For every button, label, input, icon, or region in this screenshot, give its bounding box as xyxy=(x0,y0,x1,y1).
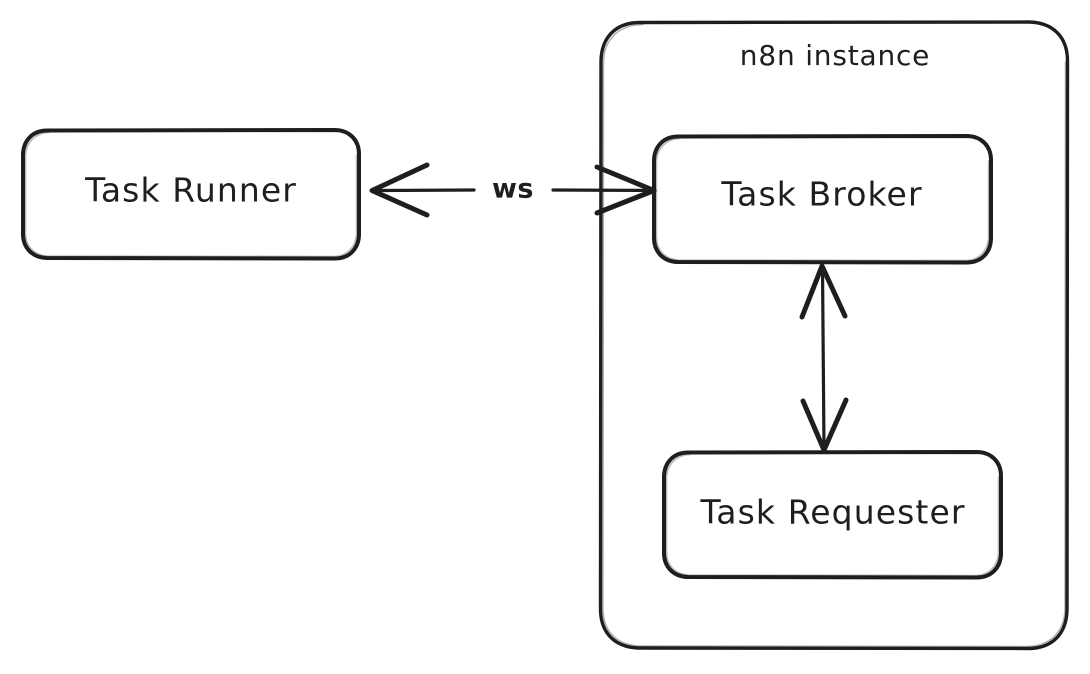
edge-runner-broker-label-backing xyxy=(478,172,549,208)
task-requester-border-sketch xyxy=(665,453,1000,577)
edge-broker-requester-arrowhead-bottom xyxy=(800,397,849,453)
container-border xyxy=(598,20,1070,651)
node-task-broker[interactable]: Task Broker xyxy=(652,134,993,265)
task-runner-label: Task Runner xyxy=(84,171,297,210)
edge-runner-broker-shaft-left xyxy=(372,188,476,193)
task-broker-border-sketch xyxy=(655,137,990,262)
edge-runner-broker-label: ws xyxy=(492,174,534,205)
task-broker-border xyxy=(652,134,993,265)
container-border-sketch xyxy=(602,23,1067,648)
task-runner-border xyxy=(21,128,361,261)
edge-broker-requester[interactable] xyxy=(799,263,849,453)
edge-broker-requester-arrowhead-top xyxy=(799,263,848,320)
edge-broker-requester-shaft xyxy=(820,266,826,450)
container-label: n8n instance xyxy=(740,39,930,72)
node-task-requester[interactable]: Task Requester xyxy=(662,450,1003,580)
n8n-instance-container[interactable]: n8n instance xyxy=(598,20,1070,651)
edge-runner-broker[interactable]: ws xyxy=(369,162,657,218)
edge-runner-broker-shaft-right xyxy=(551,188,656,193)
task-runner-border-sketch xyxy=(24,131,358,258)
task-requester-border xyxy=(662,450,1003,580)
edge-runner-broker-arrowhead-right xyxy=(594,164,657,216)
task-requester-label: Task Requester xyxy=(699,493,965,532)
node-task-runner[interactable]: Task Runner xyxy=(21,128,361,261)
edge-runner-broker-arrowhead-left xyxy=(369,162,430,218)
task-broker-label: Task Broker xyxy=(720,175,922,214)
